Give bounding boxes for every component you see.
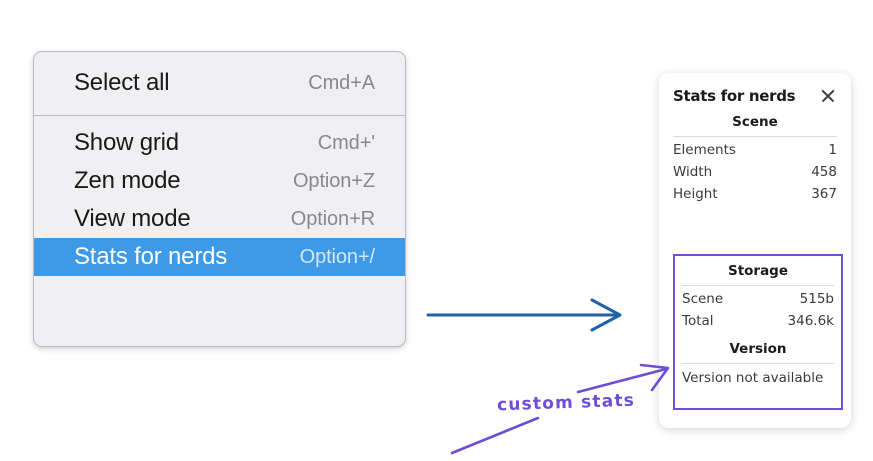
close-icon[interactable] — [819, 87, 837, 105]
menu-item-show-grid[interactable]: Show grid Cmd+' — [34, 124, 405, 162]
stats-row-value: 346.6k — [787, 313, 834, 329]
menu-item-select-all[interactable]: Select all Cmd+A — [34, 64, 405, 102]
section-title-scene: Scene — [732, 114, 778, 130]
section-divider — [682, 363, 834, 364]
stats-row-label: Total — [682, 313, 714, 329]
version-note: Version not available — [682, 370, 824, 386]
menu-item-label: Select all — [74, 69, 170, 96]
stats-row-label: Height — [673, 186, 718, 202]
stats-row-label: Elements — [673, 142, 736, 158]
menu-item-label: Zen mode — [74, 167, 181, 194]
stats-row-label: Scene — [682, 291, 724, 307]
stats-row-value: 458 — [811, 164, 837, 180]
section-title-version: Version — [729, 341, 787, 357]
menu-separator — [34, 115, 405, 116]
blue-arrow-menu-to-panel — [426, 298, 622, 332]
stats-for-nerds-panel[interactable]: Stats for nerds Scene Elements 1 Width 4… — [659, 73, 851, 428]
menu-item-stats-for-nerds[interactable]: Stats for nerds Option+/ — [34, 238, 405, 276]
purple-arrow-to-version — [576, 363, 670, 394]
annotation-label-custom-stats: custom stats — [496, 390, 636, 416]
stats-row-value: 1 — [828, 142, 837, 158]
menu-item-shortcut: Option+Z — [292, 170, 375, 192]
stats-row-elements: Elements 1 — [673, 139, 837, 161]
menu-item-shortcut: Cmd+A — [308, 72, 375, 94]
stats-row-value: 515b — [799, 291, 834, 307]
purple-tail-stroke — [450, 416, 540, 455]
section-divider — [673, 136, 837, 137]
canvas-context-menu[interactable]: Select all Cmd+A Show grid Cmd+' Zen mod… — [33, 51, 406, 347]
menu-group-view: Show grid Cmd+' Zen mode Option+Z View m… — [34, 116, 405, 292]
menu-group-selection: Select all Cmd+A — [34, 52, 405, 115]
menu-item-label: Show grid — [74, 129, 179, 156]
menu-item-label: View mode — [74, 205, 191, 232]
stats-row-storage-scene: Scene 515b — [682, 288, 834, 310]
menu-item-view-mode[interactable]: View mode Option+R — [34, 200, 405, 238]
menu-item-shortcut: Option+/ — [299, 246, 375, 268]
stats-row-width: Width 458 — [673, 161, 837, 183]
stats-panel-header: Stats for nerds — [659, 73, 851, 105]
stats-section-scene: Scene Elements 1 Width 458 Height 367 — [659, 105, 851, 205]
custom-stats-group: Storage Scene 515b Total 346.6k Version … — [673, 254, 843, 410]
menu-item-shortcut: Cmd+' — [317, 132, 375, 154]
menu-item-label: Stats for nerds — [74, 243, 228, 270]
stats-row-value: 367 — [811, 186, 837, 202]
menu-item-zen-mode[interactable]: Zen mode Option+Z — [34, 162, 405, 200]
stats-row-storage-total: Total 346.6k — [682, 310, 834, 332]
stats-row-height: Height 367 — [673, 183, 837, 205]
stats-row-label: Width — [673, 164, 713, 180]
section-title-storage: Storage — [727, 263, 789, 279]
menu-item-shortcut: Option+R — [290, 208, 375, 230]
stats-panel-title: Stats for nerds — [673, 87, 796, 105]
section-divider — [682, 285, 834, 286]
